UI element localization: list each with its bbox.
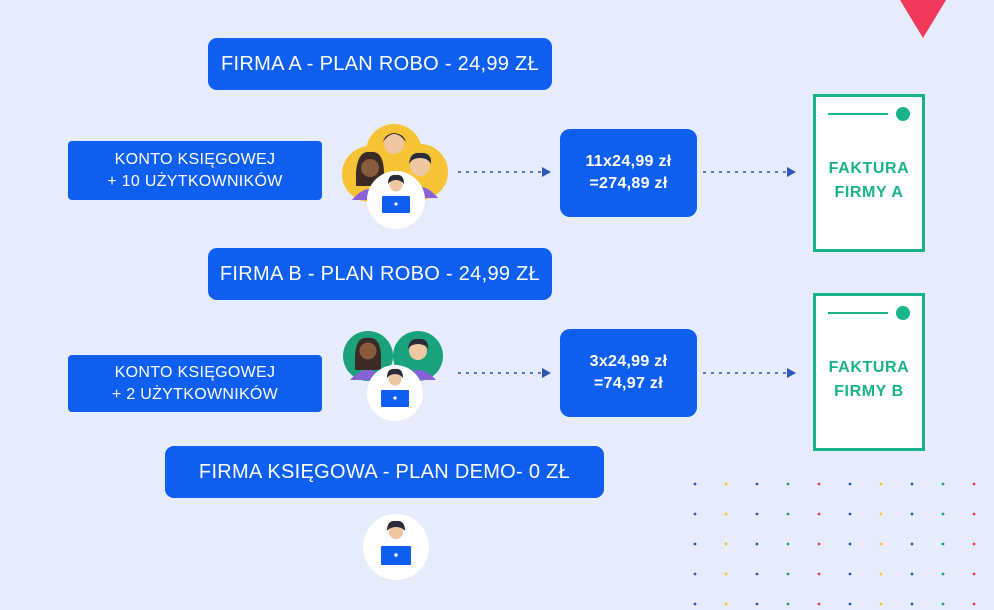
invoice-dot (896, 306, 910, 320)
decorative-dot (724, 602, 728, 606)
dotted-arrow-icon (703, 368, 796, 378)
decorative-dot (724, 482, 728, 486)
decorative-dot (848, 542, 852, 546)
decorative-dot (848, 572, 852, 576)
decorative-dot (817, 542, 821, 546)
decorative-dot (910, 482, 914, 486)
firma-a-calculation-box: 11x24,99 zł =274,89 zł (560, 129, 697, 217)
dotted-arrow-icon (458, 167, 551, 177)
decorative-triangle (900, 0, 946, 38)
decorative-dot (972, 512, 976, 516)
decorative-dot (941, 572, 945, 576)
decorative-dot (879, 572, 883, 576)
decorative-dot (755, 482, 759, 486)
decorative-dot (755, 602, 759, 606)
decorative-dot (910, 512, 914, 516)
decorative-dot (786, 572, 790, 576)
decorative-dot (910, 572, 914, 576)
firma-a-konto-line1: KONTO KSIĘGOWEJ (114, 150, 276, 168)
firma-a-calc-line2: =274,89 zł (589, 175, 668, 192)
decorative-dot (879, 482, 883, 486)
people-pair-icon (343, 331, 443, 421)
firma-a-plan-label: FIRMA A - PLAN ROBO - 24,99 ZŁ (208, 38, 552, 90)
decorative-dot (693, 482, 697, 486)
decorative-dot-grid (693, 482, 976, 606)
decorative-dot (724, 542, 728, 546)
firma-b-invoice-line2: FIRMY B (834, 383, 904, 400)
decorative-dot (755, 572, 759, 576)
decorative-dot (786, 602, 790, 606)
firma-b-konto-line2: + 2 UŻYTKOWNIKÓW (111, 385, 279, 403)
firma-b-konto-box: KONTO KSIĘGOWEJ + 2 UŻYTKOWNIKÓW (68, 355, 322, 412)
firma-a-invoice-line2: FIRMY A (834, 184, 904, 201)
decorative-dot (755, 512, 759, 516)
invoice-dot (896, 107, 910, 121)
decorative-dot (910, 602, 914, 606)
decorative-dot (817, 602, 821, 606)
decorative-dot (724, 512, 728, 516)
firma-a-calc-line1: 11x24,99 zł (585, 153, 672, 170)
decorative-dot (972, 602, 976, 606)
firma-b-plan-label: FIRMA B - PLAN ROBO - 24,99 ZŁ (208, 248, 552, 300)
invoice-document-icon: FAKTURA FIRMY B (813, 293, 925, 451)
decorative-dot (879, 542, 883, 546)
firma-a-invoice-line1: FAKTURA (828, 160, 910, 177)
firma-b-calculation-box: 3x24,99 zł =74,97 zł (560, 329, 697, 417)
decorative-dot (693, 512, 697, 516)
decorative-dot (941, 512, 945, 516)
invoice-header-line (828, 113, 888, 115)
dotted-arrow-icon (703, 167, 796, 177)
firma-ksiegowa-plan-label: FIRMA KSIĘGOWA - PLAN DEMO- 0 ZŁ (165, 446, 604, 498)
decorative-dot (910, 542, 914, 546)
firma-b-invoice-line1: FAKTURA (828, 359, 910, 376)
decorative-dot (693, 542, 697, 546)
firma-b-calc-line2: =74,97 zł (594, 375, 663, 392)
firma-a-invoice-title: FAKTURA FIRMY A (816, 157, 922, 205)
decorative-dot (817, 482, 821, 486)
firma-a-konto-box: KONTO KSIĘGOWEJ + 10 UŻYTKOWNIKÓW (68, 141, 322, 200)
invoice-header-line (828, 312, 888, 314)
firma-b-invoice-title: FAKTURA FIRMY B (816, 356, 922, 404)
decorative-dot (724, 572, 728, 576)
decorative-dot (786, 482, 790, 486)
decorative-dot (972, 482, 976, 486)
decorative-dot (693, 602, 697, 606)
decorative-dot (879, 512, 883, 516)
decorative-dot (817, 572, 821, 576)
decorative-dot (786, 512, 790, 516)
decorative-dot (786, 542, 790, 546)
decorative-dot (879, 602, 883, 606)
decorative-dot (848, 602, 852, 606)
people-group-icon (342, 124, 448, 229)
decorative-dot (693, 572, 697, 576)
firma-a-konto-line2: + 10 UŻYTKOWNIKÓW (107, 172, 283, 190)
accountant-laptop-icon (363, 514, 429, 580)
decorative-dot (817, 512, 821, 516)
decorative-dot (941, 482, 945, 486)
decorative-dot (848, 512, 852, 516)
firma-b-calc-line1: 3x24,99 zł (589, 353, 668, 370)
decorative-dot (848, 482, 852, 486)
firma-b-konto-line1: KONTO KSIĘGOWEJ (114, 363, 276, 381)
decorative-dot (941, 542, 945, 546)
dotted-arrow-icon (458, 368, 551, 378)
decorative-dot (941, 602, 945, 606)
decorative-dot (972, 542, 976, 546)
decorative-dot (755, 542, 759, 546)
decorative-dot (972, 572, 976, 576)
invoice-document-icon: FAKTURA FIRMY A (813, 94, 925, 252)
